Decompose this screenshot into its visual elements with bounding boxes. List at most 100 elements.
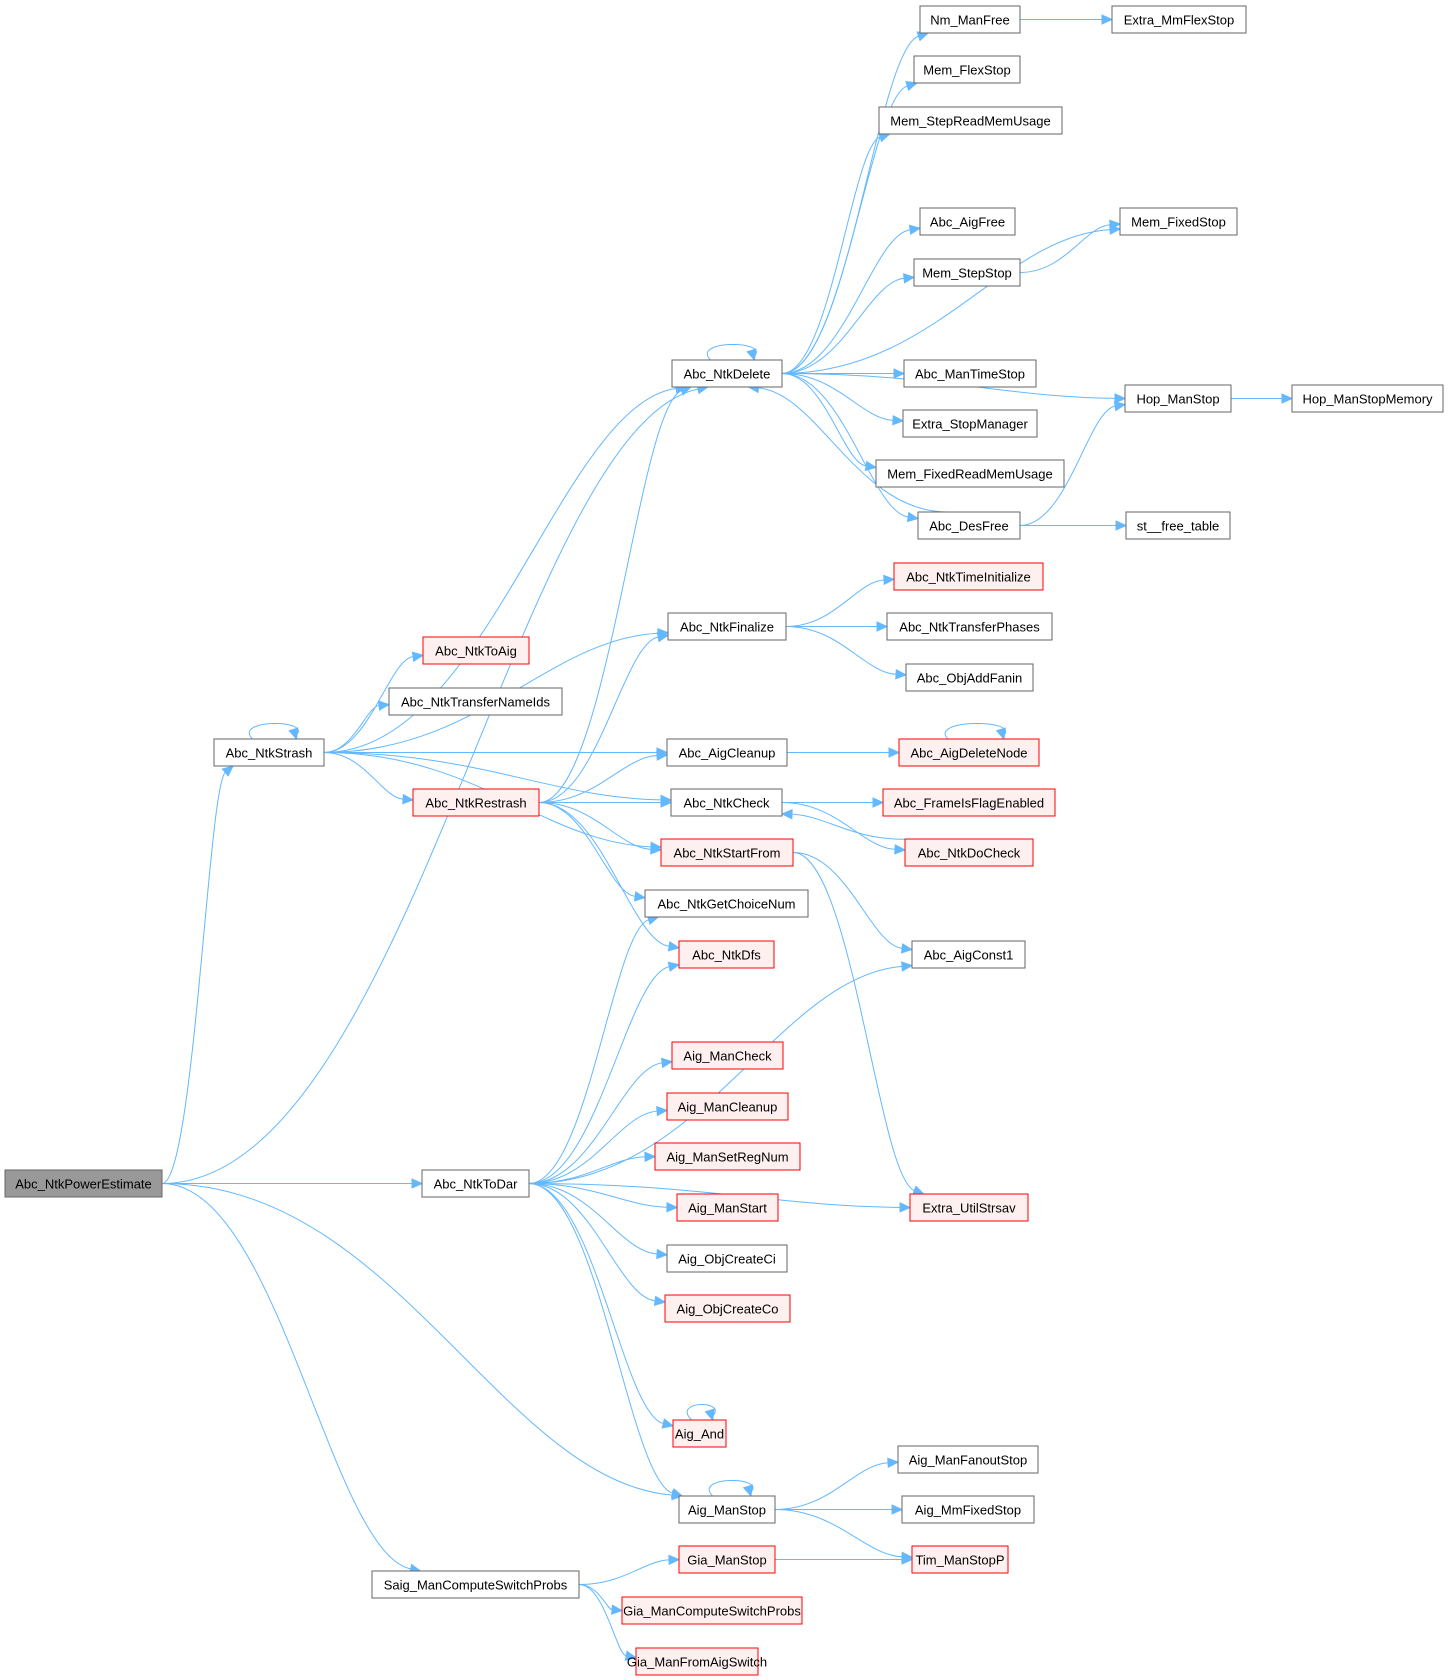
node-box[interactable]	[666, 1244, 788, 1273]
node-box[interactable]	[678, 1545, 776, 1574]
node-box[interactable]	[670, 788, 783, 817]
node-abc-ntkcheck[interactable]: Abc_NtkCheck	[670, 788, 783, 817]
node-box[interactable]	[213, 738, 325, 767]
node-abc-aigcleanup[interactable]: Abc_AigCleanup	[666, 738, 788, 767]
node-nm-manfree[interactable]: Nm_ManFree	[919, 5, 1021, 34]
node-abc-ntkpowerestimate[interactable]: Abc_NtkPowerEstimate	[4, 1169, 163, 1198]
node-abc-aigdeletenode[interactable]: Abc_AigDeleteNode	[898, 738, 1040, 767]
node-mem-stepstop[interactable]: Mem_StepStop	[913, 258, 1021, 287]
node-aig-objcreateco[interactable]: Aig_ObjCreateCo	[664, 1294, 791, 1323]
node-box[interactable]	[388, 687, 563, 716]
node-extra-utilstrsav[interactable]: Extra_UtilStrsav	[909, 1193, 1029, 1222]
node-box[interactable]	[422, 636, 530, 665]
node-box[interactable]	[666, 1092, 789, 1121]
node-box[interactable]	[882, 788, 1056, 817]
node-abc-ntktransfernameids[interactable]: Abc_NtkTransferNameIds	[388, 687, 563, 716]
node-box[interactable]	[635, 1647, 759, 1676]
node-hop-manstop[interactable]: Hop_ManStop	[1124, 384, 1232, 413]
node-box[interactable]	[671, 1041, 784, 1070]
node-box[interactable]	[672, 1419, 727, 1448]
node-abc-mantimestop[interactable]: Abc_ManTimeStop	[903, 359, 1037, 388]
node-gia-manfromaigswitch[interactable]: Gia_ManFromAigSwitch	[627, 1647, 767, 1676]
node-box[interactable]	[909, 1193, 1029, 1222]
node-box[interactable]	[911, 1545, 1009, 1574]
node-mem-flexstop[interactable]: Mem_FlexStop	[913, 55, 1021, 84]
node-box[interactable]	[898, 738, 1040, 767]
node-abc-ntkdocheck[interactable]: Abc_NtkDoCheck	[904, 838, 1034, 867]
node-aig-mancleanup[interactable]: Aig_ManCleanup	[666, 1092, 789, 1121]
node-mem-fixedreadmemusage[interactable]: Mem_FixedReadMemUsage	[875, 459, 1065, 488]
node-extra-mmflexstop[interactable]: Extra_MmFlexStop	[1111, 5, 1247, 34]
node-box[interactable]	[621, 1596, 803, 1625]
node-abc-ntkfinalize[interactable]: Abc_NtkFinalize	[667, 612, 787, 641]
node-abc-ntkgetchoicenum[interactable]: Abc_NtkGetChoiceNum	[644, 889, 809, 918]
node-aig-mmfixedstop[interactable]: Aig_MmFixedStop	[901, 1495, 1035, 1524]
node-box[interactable]	[1119, 207, 1238, 236]
node-box[interactable]	[1291, 384, 1444, 413]
node-aig-mansetregnum[interactable]: Aig_ManSetRegNum	[654, 1142, 801, 1171]
node-aig-manfanoutstop[interactable]: Aig_ManFanoutStop	[897, 1445, 1039, 1474]
node-box[interactable]	[904, 838, 1034, 867]
node-box[interactable]	[893, 562, 1044, 591]
node-box[interactable]	[901, 1495, 1035, 1524]
node-box[interactable]	[371, 1570, 580, 1599]
node-abc-desfree[interactable]: Abc_DesFree	[917, 511, 1021, 540]
node-abc-aigfree[interactable]: Abc_AigFree	[919, 207, 1016, 236]
node-aig-objcreateci[interactable]: Aig_ObjCreateCi	[666, 1244, 788, 1273]
node-abc-ntktransferphases[interactable]: Abc_NtkTransferPhases	[886, 612, 1053, 641]
node-abc-aigconst1[interactable]: Abc_AigConst1	[911, 940, 1026, 969]
node-abc-objaddfanin[interactable]: Abc_ObjAddFanin	[905, 663, 1034, 692]
node-box[interactable]	[913, 258, 1021, 287]
node-hop-manstopmemory[interactable]: Hop_ManStopMemory	[1291, 384, 1444, 413]
node-extra-stopmanager[interactable]: Extra_StopManager	[902, 409, 1038, 438]
node-box[interactable]	[667, 612, 787, 641]
node-box[interactable]	[1125, 511, 1231, 540]
node-box[interactable]	[660, 838, 794, 867]
node-abc-ntktimeinitialize[interactable]: Abc_NtkTimeInitialize	[893, 562, 1044, 591]
node-box[interactable]	[412, 788, 540, 817]
node-aig-manstop[interactable]: Aig_ManStop	[678, 1495, 776, 1524]
node-aig-manstart[interactable]: Aig_ManStart	[676, 1193, 779, 1222]
node-gia-manstop[interactable]: Gia_ManStop	[678, 1545, 776, 1574]
node-box[interactable]	[902, 409, 1038, 438]
node-abc-frameisflagenabled[interactable]: Abc_FrameIsFlagEnabled	[882, 788, 1056, 817]
node-box[interactable]	[676, 1193, 779, 1222]
node-abc-ntkdfs[interactable]: Abc_NtkDfs	[678, 940, 775, 969]
node-box[interactable]	[878, 106, 1063, 135]
node-saig-mancomputeswitchprobs[interactable]: Saig_ManComputeSwitchProbs	[371, 1570, 580, 1599]
node-box[interactable]	[671, 359, 783, 388]
node-box[interactable]	[913, 55, 1021, 84]
node-box[interactable]	[644, 889, 809, 918]
node-box[interactable]	[886, 612, 1053, 641]
node-box[interactable]	[664, 1294, 791, 1323]
node-box[interactable]	[917, 511, 1021, 540]
node-box[interactable]	[4, 1169, 163, 1198]
node-box[interactable]	[875, 459, 1065, 488]
node-box[interactable]	[678, 1495, 776, 1524]
node-abc-ntktoaig[interactable]: Abc_NtkToAig	[422, 636, 530, 665]
node-aig-and[interactable]: Aig_And	[672, 1419, 727, 1448]
node-st-free-table[interactable]: st__free_table	[1125, 511, 1231, 540]
node-box[interactable]	[654, 1142, 801, 1171]
node-box[interactable]	[1111, 5, 1247, 34]
node-box[interactable]	[897, 1445, 1039, 1474]
node-tim-manstopp[interactable]: Tim_ManStopP	[911, 1545, 1009, 1574]
node-aig-mancheck[interactable]: Aig_ManCheck	[671, 1041, 784, 1070]
node-box[interactable]	[911, 940, 1026, 969]
node-box[interactable]	[919, 207, 1016, 236]
node-gia-mancomputeswitchprobs[interactable]: Gia_ManComputeSwitchProbs	[621, 1596, 803, 1625]
node-box[interactable]	[919, 5, 1021, 34]
node-abc-ntkstartfrom[interactable]: Abc_NtkStartFrom	[660, 838, 794, 867]
node-abc-ntkdelete[interactable]: Abc_NtkDelete	[671, 359, 783, 388]
node-box[interactable]	[678, 940, 775, 969]
node-box[interactable]	[1124, 384, 1232, 413]
node-box[interactable]	[421, 1169, 530, 1198]
node-abc-ntkstrash[interactable]: Abc_NtkStrash	[213, 738, 325, 767]
node-abc-ntktodar[interactable]: Abc_NtkToDar	[421, 1169, 530, 1198]
node-box[interactable]	[905, 663, 1034, 692]
node-box[interactable]	[666, 738, 788, 767]
node-mem-fixedstop[interactable]: Mem_FixedStop	[1119, 207, 1238, 236]
node-mem-stepreadmemusage[interactable]: Mem_StepReadMemUsage	[878, 106, 1063, 135]
node-box[interactable]	[903, 359, 1037, 388]
node-abc-ntkrestrash[interactable]: Abc_NtkRestrash	[412, 788, 540, 817]
